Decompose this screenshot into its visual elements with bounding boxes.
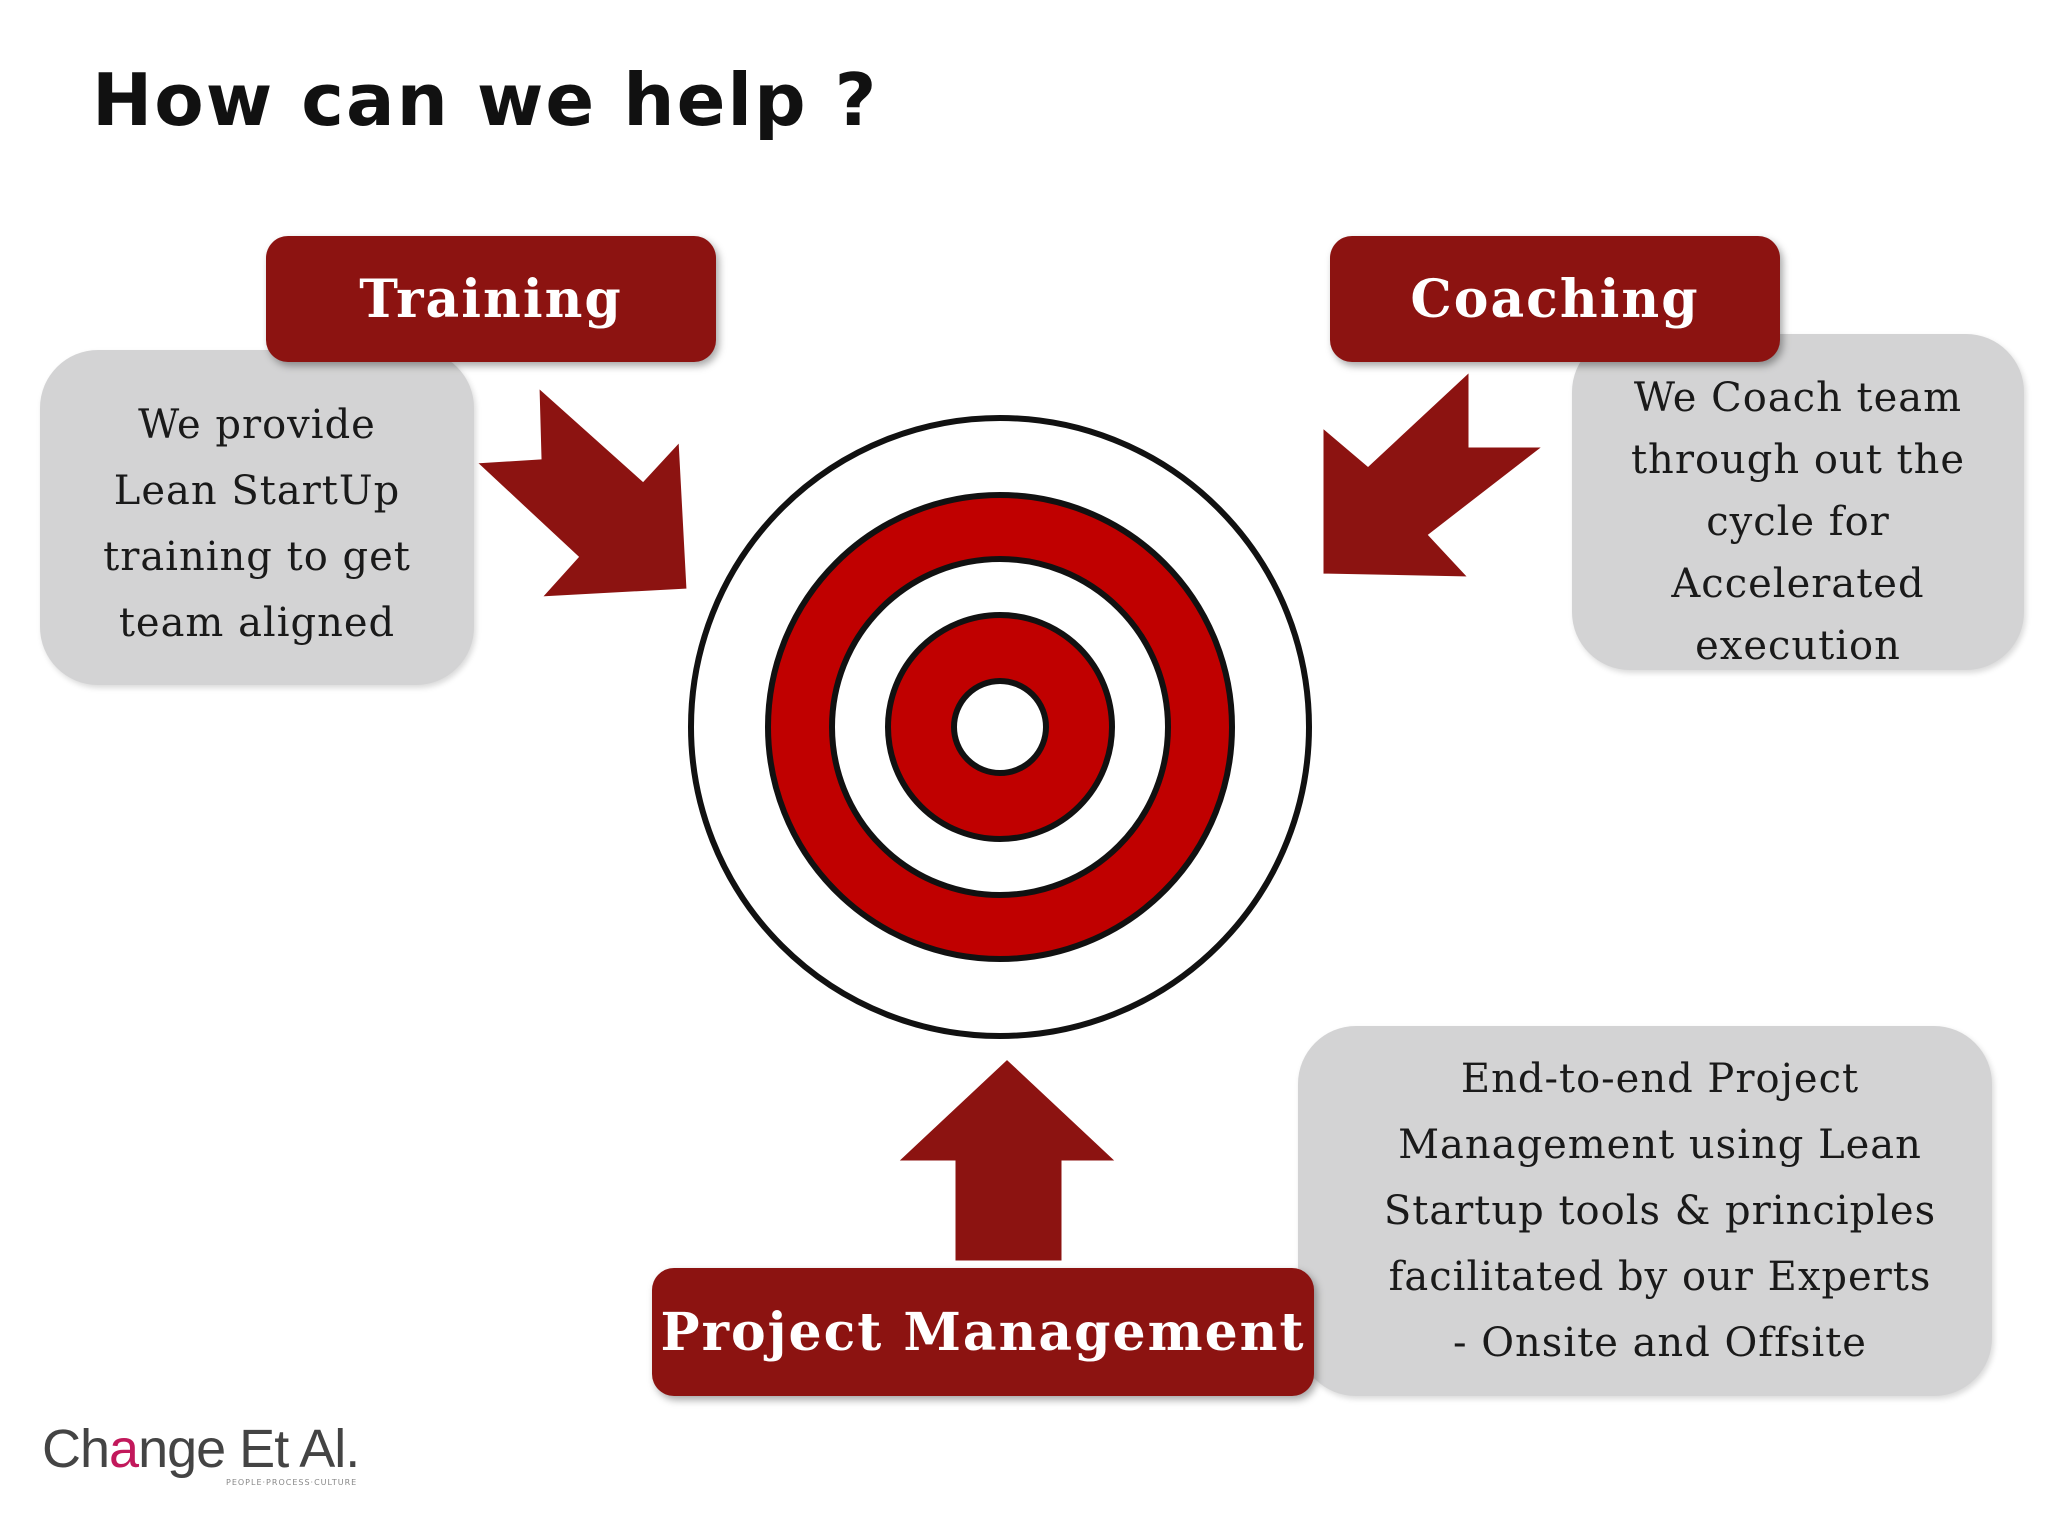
- project-management-arrow-icon: [892, 1055, 1122, 1264]
- page-title: How can we help ?: [92, 58, 879, 142]
- coaching-label-box: Coaching: [1330, 236, 1780, 362]
- training-label-box: Training: [266, 236, 716, 362]
- logo-tagline: PEOPLE·PROCESS·CULTURE: [226, 1478, 358, 1487]
- company-logo: Change Et Al.: [42, 1418, 360, 1480]
- coaching-description-bubble: We Coach team through out the cycle for …: [1572, 334, 2024, 670]
- training-description: We provide Lean StartUp training to get …: [103, 401, 411, 646]
- coaching-label: Coaching: [1410, 268, 1700, 330]
- training-description-bubble: We provide Lean StartUp training to get …: [40, 350, 474, 685]
- logo-text-start: Ch: [42, 1419, 110, 1479]
- project-management-label-box: Project Management: [652, 1268, 1314, 1396]
- project-management-description: End-to-end Project Management using Lean…: [1383, 1056, 1937, 1366]
- project-management-label: Project Management: [660, 1301, 1306, 1363]
- target-icon: [688, 415, 1312, 1039]
- coaching-arrow-icon: [1320, 366, 1550, 580]
- project-management-description-bubble: End-to-end Project Management using Lean…: [1298, 1026, 1992, 1396]
- training-label: Training: [359, 268, 623, 330]
- logo-text-accent: a: [109, 1419, 139, 1479]
- logo-text-end: nge Et Al.: [138, 1419, 360, 1479]
- coaching-description: We Coach team through out the cycle for …: [1630, 375, 1966, 669]
- training-arrow-icon: [471, 382, 690, 600]
